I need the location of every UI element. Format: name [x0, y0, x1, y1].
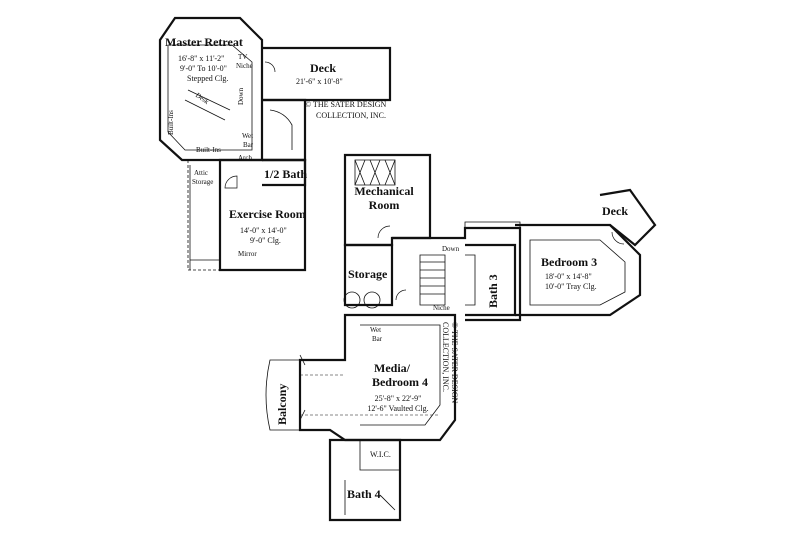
bath-3-walls	[465, 243, 517, 317]
note-niche: Niche	[236, 62, 253, 70]
half-bath-walls	[262, 158, 307, 187]
note-built-ins: Built-Ins	[196, 146, 221, 154]
note-niche-hall: Niche	[433, 304, 450, 312]
bedroom-3-walls	[515, 223, 642, 317]
media-dashed-area	[300, 374, 440, 416]
storage-room-walls	[343, 243, 394, 307]
note-wet: Wet	[242, 132, 254, 140]
room-name-bath-4: Bath 4	[347, 487, 381, 501]
copyright-vertical: © THE SATER DESIGN COLLECTION, INC.	[441, 322, 459, 404]
room-ceiling-bedroom-3: 10'-0" Tray Clg.	[545, 282, 597, 291]
room-name-bedroom-4: Bedroom 4	[371, 375, 429, 389]
deck-right-walls	[599, 188, 657, 247]
room-dims-media: 25'-8" x 22'-9"	[374, 394, 422, 403]
room-name-exercise: Exercise Room	[229, 207, 306, 221]
room-name-half-bath: 1/2 Bath	[264, 167, 308, 181]
room-ceiling2-master-retreat: Stepped Clg.	[187, 74, 229, 83]
hall-walls	[392, 226, 522, 322]
note-attic: Attic	[194, 169, 208, 177]
room-name-wic: W.I.C.	[370, 450, 391, 459]
room-name-media: Media/	[374, 361, 410, 375]
room-name-bath-3: Bath 3	[486, 274, 500, 308]
copyright-line2: COLLECTION, INC.	[316, 111, 386, 120]
note-bar: Bar	[243, 141, 254, 149]
room-dims-deck-top: 21'-6" x 10'-8"	[296, 77, 343, 86]
room-name-deck-top: Deck	[310, 61, 336, 75]
note-bar-hall: Bar	[372, 335, 383, 343]
room-dims-exercise: 14'-0" x 14'-0"	[240, 226, 287, 235]
copyright-line1: © THE SATER DESIGN	[305, 100, 387, 109]
room-name-master-retreat: Master Retreat	[165, 35, 243, 49]
deck-top-walls	[262, 46, 392, 102]
note-tv: TV	[238, 53, 248, 61]
note-attic-storage: Storage	[192, 178, 214, 186]
room-dims-master-retreat: 16'-8" x 11'-2"	[178, 54, 225, 63]
room-name-mechanical: Mechanical	[354, 184, 414, 198]
note-built-ins-vertical: Built-Ins	[167, 110, 175, 135]
attic-storage-outline	[187, 160, 220, 271]
room-name-bedroom-3: Bedroom 3	[541, 255, 598, 269]
room-ceiling-exercise: 9'-0" Clg.	[250, 236, 281, 245]
room-name-balcony: Balcony	[275, 383, 289, 425]
room-dims-bedroom-3: 18'-0" x 14'-8"	[545, 272, 592, 281]
note-down-hall: Down	[442, 245, 460, 253]
stair-block-walls	[262, 98, 307, 162]
room-ceiling-master-retreat: 9'-0" To 10'-0"	[180, 64, 227, 73]
note-down: Down	[237, 87, 245, 105]
room-name-deck-right: Deck	[602, 204, 628, 218]
note-wet-hall: Wet	[370, 326, 382, 334]
room-ceiling-media: 12'-6" Vaulted Clg.	[367, 404, 429, 413]
note-arch: Arch	[238, 154, 252, 162]
note-mirror: Mirror	[238, 250, 257, 258]
room-name-mechanical-2: Room	[368, 198, 400, 212]
media-room-walls	[298, 313, 457, 442]
room-name-storage: Storage	[348, 267, 388, 281]
